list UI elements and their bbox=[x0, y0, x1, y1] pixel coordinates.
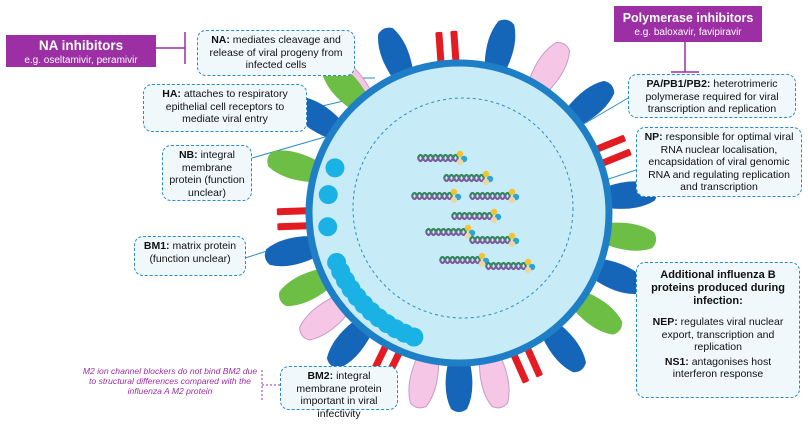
bm1-sphere bbox=[318, 185, 338, 205]
np-label: NP: responsible for optimal viral RNA nu… bbox=[636, 127, 802, 197]
na-inhibitors-examples: e.g. oseltamivir, peramivir bbox=[24, 55, 138, 66]
ns1-entry: NS1: antagonises host interferon respons… bbox=[642, 356, 794, 381]
rnp-segment bbox=[416, 150, 468, 166]
bm2-protein bbox=[510, 346, 543, 384]
surface-proteins bbox=[264, 19, 657, 412]
nb-protein bbox=[279, 268, 330, 307]
bm1-term: BM1: bbox=[143, 240, 170, 252]
pa-pb1-pb2-label: PA/PB1/PB2: heterotrimeric polymerase re… bbox=[628, 74, 796, 118]
bm1-label: BM1: matrix protein (function unclear) bbox=[134, 236, 246, 276]
rnp-segment bbox=[450, 208, 502, 224]
bm1-sphere bbox=[404, 327, 424, 347]
na-inhibitors-title: NA inhibitors bbox=[38, 38, 124, 53]
na-inhibitors-box: NA inhibitors e.g. oseltamivir, peramivi… bbox=[6, 35, 156, 67]
bm1-text: matrix protein (function unclear) bbox=[149, 240, 237, 265]
polymerase-inhibitors-box: Polymerase inhibitors e.g. baloxavir, fa… bbox=[614, 6, 762, 42]
na-label: NA: mediates cleavage and release of vir… bbox=[197, 30, 355, 76]
rnp-segment bbox=[424, 224, 476, 240]
bm2-protein bbox=[594, 135, 632, 167]
ha-protein bbox=[326, 320, 372, 369]
polymerase-inhibitors-title: Polymerase inhibitors bbox=[622, 11, 754, 25]
nb-label: NB: integral membrane protein (function … bbox=[162, 145, 252, 201]
ha-protein bbox=[264, 236, 316, 267]
ha-protein bbox=[566, 80, 615, 126]
na-protein bbox=[408, 356, 440, 409]
inhibitor-brackets bbox=[156, 32, 699, 73]
ha-protein bbox=[484, 19, 516, 71]
bm2-protein bbox=[435, 30, 460, 65]
bm2-text: integral membrane protein important in v… bbox=[296, 370, 382, 420]
na-term: NA: bbox=[211, 34, 230, 46]
na-protein bbox=[299, 296, 349, 341]
rnp-segment bbox=[442, 170, 494, 186]
bm2-term: BM2: bbox=[307, 370, 334, 382]
nep-term: NEP: bbox=[652, 316, 678, 328]
ha-protein bbox=[378, 27, 414, 79]
additional-proteins-box: Additional influenza B proteins produced… bbox=[636, 262, 800, 398]
na-text: mediates cleavage and release of viral p… bbox=[209, 34, 343, 71]
bm1-sphere bbox=[325, 158, 345, 178]
ha-label: HA: attaches to respiratory epithelial c… bbox=[143, 84, 307, 132]
bm2-protein bbox=[276, 207, 310, 231]
ns1-term: NS1: bbox=[664, 355, 689, 368]
pa-term: PA/PB1/PB2: bbox=[646, 78, 711, 90]
rnp-segment bbox=[468, 188, 520, 204]
pa-text: heterotrimeric polymerase required for v… bbox=[645, 78, 779, 115]
additional-title: Additional influenza B proteins produced… bbox=[651, 269, 785, 307]
ha-protein bbox=[445, 363, 473, 412]
rnp-segment bbox=[468, 232, 520, 248]
nep-entry: NEP: regulates viral nuclear export, tra… bbox=[642, 316, 794, 354]
ha-protein bbox=[542, 324, 586, 373]
nb-protein bbox=[573, 292, 623, 335]
rnp-segments bbox=[410, 150, 536, 274]
nb-protein bbox=[606, 222, 657, 251]
polymerase-inhibitors-examples: e.g. baloxavir, favipiravir bbox=[634, 27, 742, 38]
bm1-matrix-chain bbox=[318, 158, 424, 347]
np-text: responsible for optimal viral RNA nuclea… bbox=[648, 131, 794, 193]
bm1-sphere bbox=[318, 217, 338, 237]
nep-text: regulates viral nuclear export, transcri… bbox=[661, 316, 784, 353]
na-protein bbox=[478, 356, 510, 409]
na-protein bbox=[528, 41, 571, 93]
rnp-segment bbox=[410, 188, 462, 204]
rnp-segment bbox=[484, 258, 536, 274]
np-term: NP: bbox=[644, 131, 663, 143]
bm2-label: BM2: integral membrane protein important… bbox=[280, 366, 398, 420]
ha-term: HA: bbox=[162, 88, 181, 100]
m2-blocker-note: M2 ion channel blockers do not bind BM2 … bbox=[82, 366, 258, 396]
ns1-text: antagonises host interferon response bbox=[672, 355, 772, 381]
ha-text: attaches to respiratory epithelial cell … bbox=[165, 88, 288, 125]
nb-term: NB: bbox=[178, 149, 198, 161]
m2-note-connector bbox=[261, 370, 284, 400]
inner-dashed-circle bbox=[352, 97, 574, 319]
nb-text: integral membrane protein (function uncl… bbox=[169, 149, 245, 199]
nb-protein bbox=[267, 150, 318, 183]
ha-protein bbox=[593, 258, 645, 294]
